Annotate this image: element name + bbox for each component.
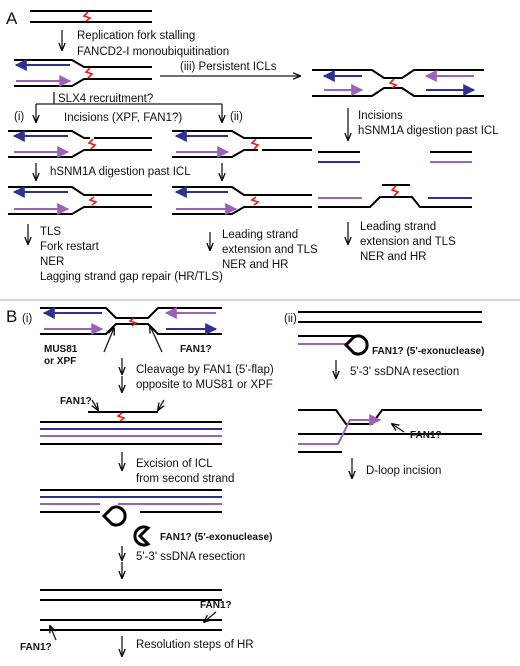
- arrow-fan1-cut: [150, 326, 163, 353]
- b-hr-intermediate: [40, 589, 222, 631]
- arrow-fan1-right: [204, 611, 217, 622]
- arrow-ii-fan1: [392, 424, 405, 433]
- outcome-iii-line2: extension and TLS: [360, 236, 456, 248]
- panel-a-label: A: [6, 9, 18, 28]
- ii-label-fan1: FAN1?: [410, 430, 442, 441]
- step-iii-persistent: (iii) Persistent ICLs: [180, 61, 277, 73]
- fork-digested-ii: [172, 186, 312, 215]
- excision-line2: from second strand: [136, 473, 234, 485]
- step-fork-stalling: Replication fork stalling: [77, 30, 195, 42]
- panel-b-sub-ii: (ii): [284, 313, 297, 325]
- outcome-i-tls: TLS: [40, 226, 61, 238]
- label-fan1-exo: FAN1? (5'-exonuclease): [160, 532, 272, 543]
- fork-incised-i: [8, 130, 152, 158]
- outcome-i-ner: NER: [40, 256, 64, 268]
- b-ii-duplex: [298, 311, 482, 356]
- resection-label: 5'-3' ssDNA resection: [136, 551, 245, 563]
- outcome-iii-line1: Leading strand: [360, 221, 436, 233]
- outcome-ii-line1: Leading strand: [222, 229, 298, 241]
- cleavage-line2: opposite to MUS81 or XPF: [136, 379, 273, 391]
- label-fan1-cut: FAN1?: [180, 344, 212, 355]
- excision-line1: Excision of ICL: [136, 458, 213, 470]
- label-mus81: MUS81: [44, 344, 78, 355]
- resolution-label: Resolution steps of HR: [136, 639, 254, 651]
- ii-label-fan1-exo: FAN1? (5'-exonuclease): [372, 346, 484, 357]
- outcome-ii-line3: NER and HR: [222, 259, 288, 271]
- label-fan1-right: FAN1?: [200, 600, 232, 611]
- iii-products: [318, 151, 472, 208]
- arrow-fan1-top: [92, 399, 98, 410]
- label-fan1-top: FAN1?: [60, 396, 92, 407]
- b-ii-dloop: [298, 409, 482, 453]
- arrow-fan1-left: [50, 626, 57, 641]
- arrow-mus81: [103, 328, 114, 353]
- outcome-i-fork-restart: Fork restart: [40, 241, 100, 253]
- b-after-excision: [40, 489, 222, 547]
- iii-hsnm1a: hSNM1A digestion past ICL: [358, 125, 499, 137]
- b-after-cleavage: [40, 411, 222, 445]
- ii-resection-label: 5'-3' ssDNA resection: [350, 366, 459, 378]
- arrow-fan1-top-right: [158, 399, 164, 410]
- step-slx4: SLX4 recruitment?: [58, 93, 153, 105]
- panel-b-sub-i: (i): [22, 313, 32, 325]
- cleavage-line1: Cleavage by FAN1 (5'-flap): [136, 364, 274, 376]
- step-hsnm1a: hSNM1A digestion past ICL: [50, 166, 191, 178]
- dloop-label: D-loop incision: [366, 465, 441, 477]
- duplex-start: [30, 10, 152, 23]
- step-incisions: Incisions (XPF, FAN1?): [64, 112, 182, 124]
- fork-converged: [312, 69, 484, 97]
- branch-ii-label: (ii): [230, 111, 243, 123]
- label-or-xpf: or XPF: [44, 356, 76, 367]
- b-converged-forks: [40, 307, 222, 335]
- outcome-i-lagging-gap: Lagging strand gap repair (HR/TLS): [40, 271, 223, 283]
- label-fan1-left: FAN1?: [20, 642, 52, 653]
- step-fancd2: FANCD2-I monoubiquitination: [77, 46, 229, 58]
- iii-incisions: Incisions: [358, 110, 403, 122]
- panel-b-label: B: [6, 307, 17, 326]
- fork-incised-ii: [172, 130, 312, 158]
- fork-digested-i: [8, 186, 152, 215]
- outcome-iii-line3: NER and HR: [360, 251, 426, 263]
- fork-stalled: [14, 59, 152, 87]
- branch-i-label: (i): [14, 111, 24, 123]
- outcome-ii-line2: extension and TLS: [222, 244, 318, 256]
